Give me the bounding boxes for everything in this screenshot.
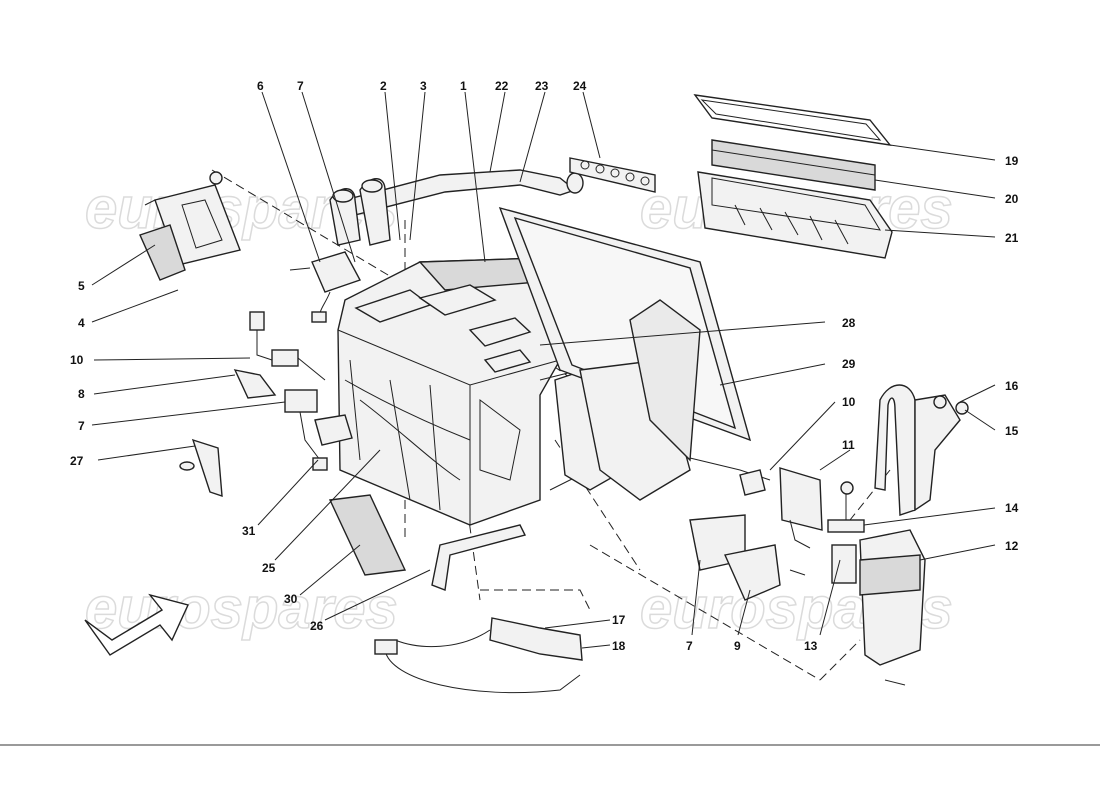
drain-hose bbox=[431, 524, 527, 591]
callout-16: 16 bbox=[1005, 379, 1019, 393]
callout-5: 5 bbox=[78, 279, 85, 293]
callout-7: 7 bbox=[78, 419, 85, 433]
callout-13: 13 bbox=[804, 639, 818, 653]
callout-2: 2 bbox=[380, 79, 387, 93]
callout-19: 19 bbox=[1005, 154, 1019, 168]
callout-9: 9 bbox=[734, 639, 741, 653]
callout-1: 1 bbox=[460, 79, 467, 93]
callout-17: 17 bbox=[612, 613, 626, 627]
receiver-drier bbox=[827, 481, 926, 686]
callout-7: 7 bbox=[297, 79, 304, 93]
direction-arrow bbox=[84, 593, 189, 656]
ac-pipes bbox=[874, 384, 969, 516]
callout-15: 15 bbox=[1005, 424, 1019, 438]
control-module bbox=[139, 171, 241, 281]
callout-30: 30 bbox=[284, 592, 298, 606]
gasket-30 bbox=[328, 494, 407, 576]
callout-12: 12 bbox=[1005, 539, 1019, 553]
callout-labels: 6 7 2 3 1 22 23 24 19 20 21 5 4 28 10 29… bbox=[70, 79, 1019, 653]
callout-4: 4 bbox=[78, 316, 85, 330]
callout-8: 8 bbox=[78, 387, 85, 401]
callout-18: 18 bbox=[612, 639, 626, 653]
callout-10: 10 bbox=[70, 353, 84, 367]
seal-strip bbox=[569, 157, 656, 193]
callout-21: 21 bbox=[1005, 231, 1019, 245]
callout-26: 26 bbox=[310, 619, 324, 633]
callout-10: 10 bbox=[842, 395, 856, 409]
callout-27: 27 bbox=[70, 454, 84, 468]
callout-24: 24 bbox=[573, 79, 587, 93]
heater-pipes bbox=[329, 169, 584, 246]
resistor-module bbox=[689, 457, 823, 549]
filter-assembly bbox=[693, 94, 893, 259]
callout-6: 6 bbox=[257, 79, 264, 93]
temperature-sensor bbox=[374, 617, 583, 694]
callout-28: 28 bbox=[842, 316, 856, 330]
callout-11: 11 bbox=[842, 438, 855, 452]
callout-23: 23 bbox=[535, 79, 549, 93]
evaporator-cover bbox=[498, 206, 752, 501]
bottom-divider bbox=[0, 744, 1100, 746]
callout-3: 3 bbox=[420, 79, 427, 93]
callout-29: 29 bbox=[842, 357, 856, 371]
left-wiring-parts bbox=[179, 311, 353, 497]
callout-14: 14 bbox=[1005, 501, 1019, 515]
callout-31: 31 bbox=[242, 524, 256, 538]
actuator-top bbox=[289, 251, 362, 323]
actuator-bottom bbox=[689, 514, 806, 601]
callout-22: 22 bbox=[495, 79, 509, 93]
callout-25: 25 bbox=[262, 561, 276, 575]
callout-20: 20 bbox=[1005, 192, 1019, 206]
leader-lines bbox=[91, 91, 996, 649]
callout-7: 7 bbox=[686, 639, 693, 653]
